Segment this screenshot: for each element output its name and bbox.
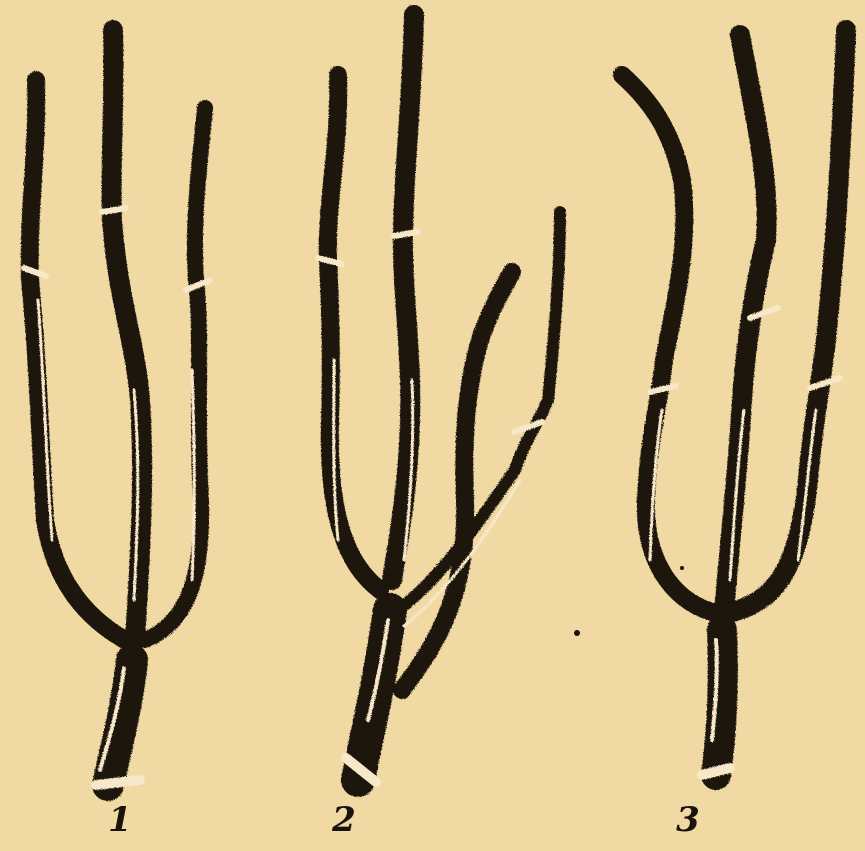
cut-1-center: [102, 208, 126, 212]
tree-1: [24, 30, 210, 785]
cut-2-center: [394, 232, 418, 236]
leader-2-right: [402, 272, 512, 690]
leader-2-shoot: [398, 212, 560, 610]
leader-1-right: [145, 108, 205, 640]
ink-dot: [574, 630, 580, 636]
figure-label-1: 1: [100, 800, 140, 840]
leader-3-left: [622, 75, 712, 612]
ink-dot: [680, 566, 684, 570]
tree-3: [622, 30, 846, 775]
figure-label-3: 3: [668, 800, 708, 840]
figure-label-2: 2: [324, 800, 364, 840]
leader-3-center: [724, 35, 767, 612]
tree-2: [318, 15, 560, 782]
